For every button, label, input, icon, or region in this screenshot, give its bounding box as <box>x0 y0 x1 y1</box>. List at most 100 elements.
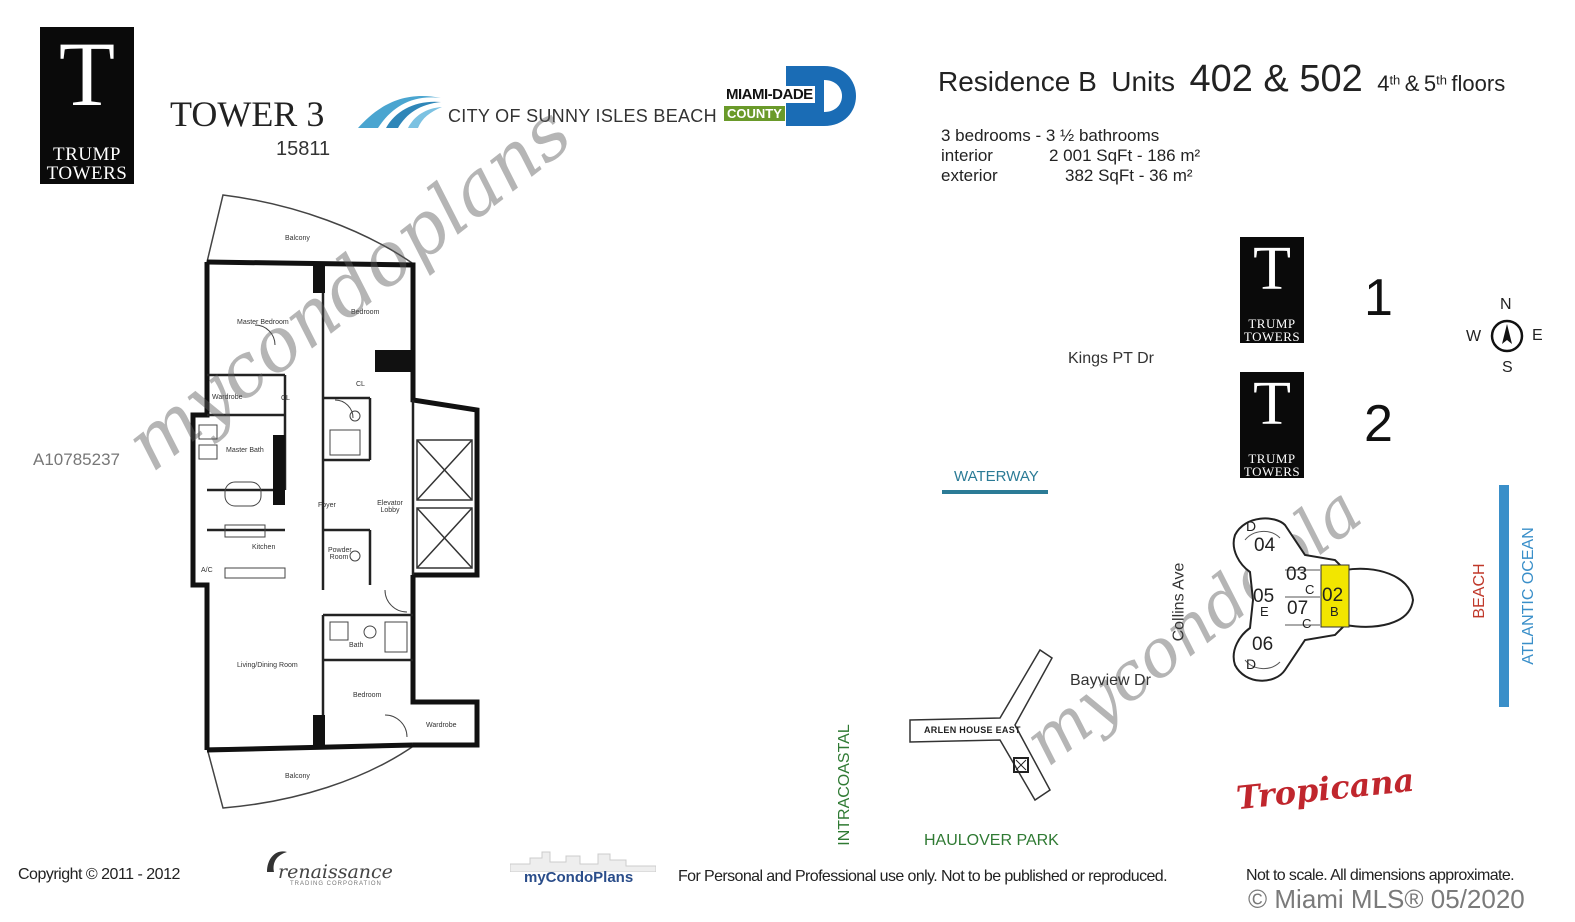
tower1-logo-line1: TRUMP <box>1248 316 1296 331</box>
county-d-shape <box>786 66 856 126</box>
room-wardrobe-right: Wardrobe <box>426 722 457 729</box>
units-label: Units <box>1111 66 1176 97</box>
sunny-isles-wave-logo <box>358 96 442 128</box>
logo-letter: T <box>58 23 116 125</box>
floors-5: 5 <box>1423 71 1437 96</box>
units-value: 402 & 502 <box>1189 58 1363 100</box>
unit-04-type: D <box>1246 518 1257 534</box>
tower-number: 15811 <box>276 138 331 160</box>
trump-towers-logo: T TRUMP TOWERS <box>40 27 134 184</box>
mls-id: A10785237 <box>33 450 120 469</box>
haulover-park-label: HAULOVER PARK <box>924 832 1059 849</box>
ocean-line <box>1499 485 1509 707</box>
room-cl-2: CL <box>356 381 365 388</box>
unit-05-type: E <box>1260 604 1269 619</box>
room-master-bedroom: Master Bedroom <box>237 319 289 326</box>
unit-07-type: C <box>1302 616 1312 631</box>
room-elevator-lobby: Elevator Lobby <box>377 500 403 514</box>
mycondoplans-text: myCondoPlans <box>524 869 634 886</box>
tower2-logo-line1: TRUMP <box>1248 451 1296 466</box>
renaissance-sub: TRADING CORPORATION <box>290 881 382 887</box>
room-living-dining: Living/Dining Room <box>237 662 298 669</box>
room-balcony-bottom: Balcony <box>285 773 310 780</box>
tower2-number: 2 <box>1364 395 1393 453</box>
floor-plan <box>190 194 480 809</box>
not-to-scale-notice: Not to scale. All dimensions approximate… <box>1246 867 1515 884</box>
tower2-logo: T TRUMP TOWERS <box>1240 372 1304 478</box>
beach-label: BEACH <box>1471 563 1488 619</box>
city-name: CITY OF SUNNY ISLES BEACH <box>448 106 717 126</box>
room-master-bath: Master Bath <box>226 447 264 454</box>
kings-pt-dr-label: Kings PT Dr <box>1068 350 1154 367</box>
room-wardrobe-left: Wardrobe <box>212 394 243 401</box>
unit-02: 02 <box>1322 585 1344 606</box>
floors-word: floors <box>1451 71 1506 96</box>
room-cl-1: CL <box>281 395 290 402</box>
arlen-house-building <box>909 648 1053 802</box>
renaissance-logo: renaissance TRADING CORPORATION <box>262 845 397 890</box>
unit-03: 03 <box>1286 564 1308 585</box>
room-bedroom-top: Bedroom <box>351 309 380 316</box>
residence-title: Residence B Units 402 & 502 4th & 5th fl… <box>938 58 1505 101</box>
residence-label: Residence B <box>938 66 1097 97</box>
county-line1: MIAMI-DADE <box>724 86 815 103</box>
unit-02-type: B <box>1330 604 1339 619</box>
room-ac: A/C <box>201 567 213 574</box>
tower-name: TOWER 3 <box>170 94 325 134</box>
room-powder-room: Powder Room <box>328 547 352 561</box>
miami-dade-logo: MIAMI-DADE COUNTY <box>724 66 856 126</box>
room-foyer: Foyer <box>318 502 336 509</box>
compass-rose-icon <box>1490 319 1524 353</box>
exterior-label: exterior <box>941 166 998 185</box>
compass-east: E <box>1532 327 1543 344</box>
room-bath: Bath <box>349 642 364 649</box>
tropicana-logo: Tropicana <box>1234 760 1416 818</box>
skyline-icon <box>510 851 656 872</box>
unit-stats: 3 bedrooms - 3 ½ bathrooms interior 2 001… <box>941 126 1200 186</box>
logo-line1: TRUMP <box>53 144 121 165</box>
mycondoplans-logo: myCondoPlans <box>510 848 656 886</box>
tower1-logo-line2: TOWERS <box>1243 329 1301 344</box>
room-kitchen: Kitchen <box>252 544 276 551</box>
unit-05: 05 <box>1253 586 1275 607</box>
floors-amp: & <box>1404 71 1420 96</box>
intracoastal-label: INTRACOASTAL <box>836 724 853 846</box>
bedrooms-bathrooms: 3 bedrooms - 3 ½ bathrooms <box>941 126 1160 145</box>
interior-label: interior <box>941 146 993 165</box>
compass-north: N <box>1500 296 1512 313</box>
floors-th1: th <box>1389 72 1401 88</box>
compass: N S W E <box>1462 296 1544 378</box>
exterior-row: exterior 382 SqFt - 36 m² <box>941 166 1200 186</box>
arlen-house-label: ARLEN HOUSE EAST <box>924 725 1021 735</box>
interior-row: interior 2 001 SqFt - 186 m² <box>941 146 1200 166</box>
compass-south: S <box>1502 359 1513 376</box>
unit-04: 04 <box>1254 535 1276 556</box>
floors-4: 4 <box>1377 71 1390 96</box>
logo-line2: TOWERS <box>46 163 128 184</box>
interior-value: 2 001 SqFt - 186 m² <box>1049 146 1201 165</box>
copyright: Copyright © 2011 - 2012 <box>18 866 180 883</box>
personal-use-notice: For Personal and Professional use only. … <box>678 868 1168 885</box>
waterway-label: WATERWAY <box>954 468 1039 485</box>
bayview-dr-label: Bayview Dr <box>1070 672 1151 689</box>
unit-06-type: D <box>1246 656 1257 672</box>
tower2-logo-line2: TOWERS <box>1243 464 1301 479</box>
mls-stamp: © Miami MLS® 05/2020 <box>1248 884 1525 914</box>
collins-ave-label: Collins Ave <box>1170 562 1188 642</box>
floors-th2: th <box>1436 72 1447 88</box>
unit-06: 06 <box>1252 634 1274 655</box>
renaissance-icon <box>267 851 287 872</box>
tower1-logo-letter: T <box>1253 235 1291 303</box>
unit-03-type: C <box>1305 582 1315 597</box>
room-balcony-top: Balcony <box>285 235 310 242</box>
atlantic-ocean-label: ATLANTIC OCEAN <box>1520 527 1537 665</box>
exterior-value: 382 SqFt - 36 m² <box>1065 166 1193 185</box>
unit-07: 07 <box>1287 598 1309 619</box>
waterway-line <box>942 490 1048 494</box>
tower1-number: 1 <box>1364 269 1393 327</box>
tower1-logo: T TRUMP TOWERS <box>1240 237 1304 343</box>
renaissance-name: renaissance <box>278 861 393 883</box>
tower3-floorplate <box>1232 517 1415 682</box>
room-bedroom-bottom: Bedroom <box>353 692 382 699</box>
county-line2: COUNTY <box>724 106 785 121</box>
